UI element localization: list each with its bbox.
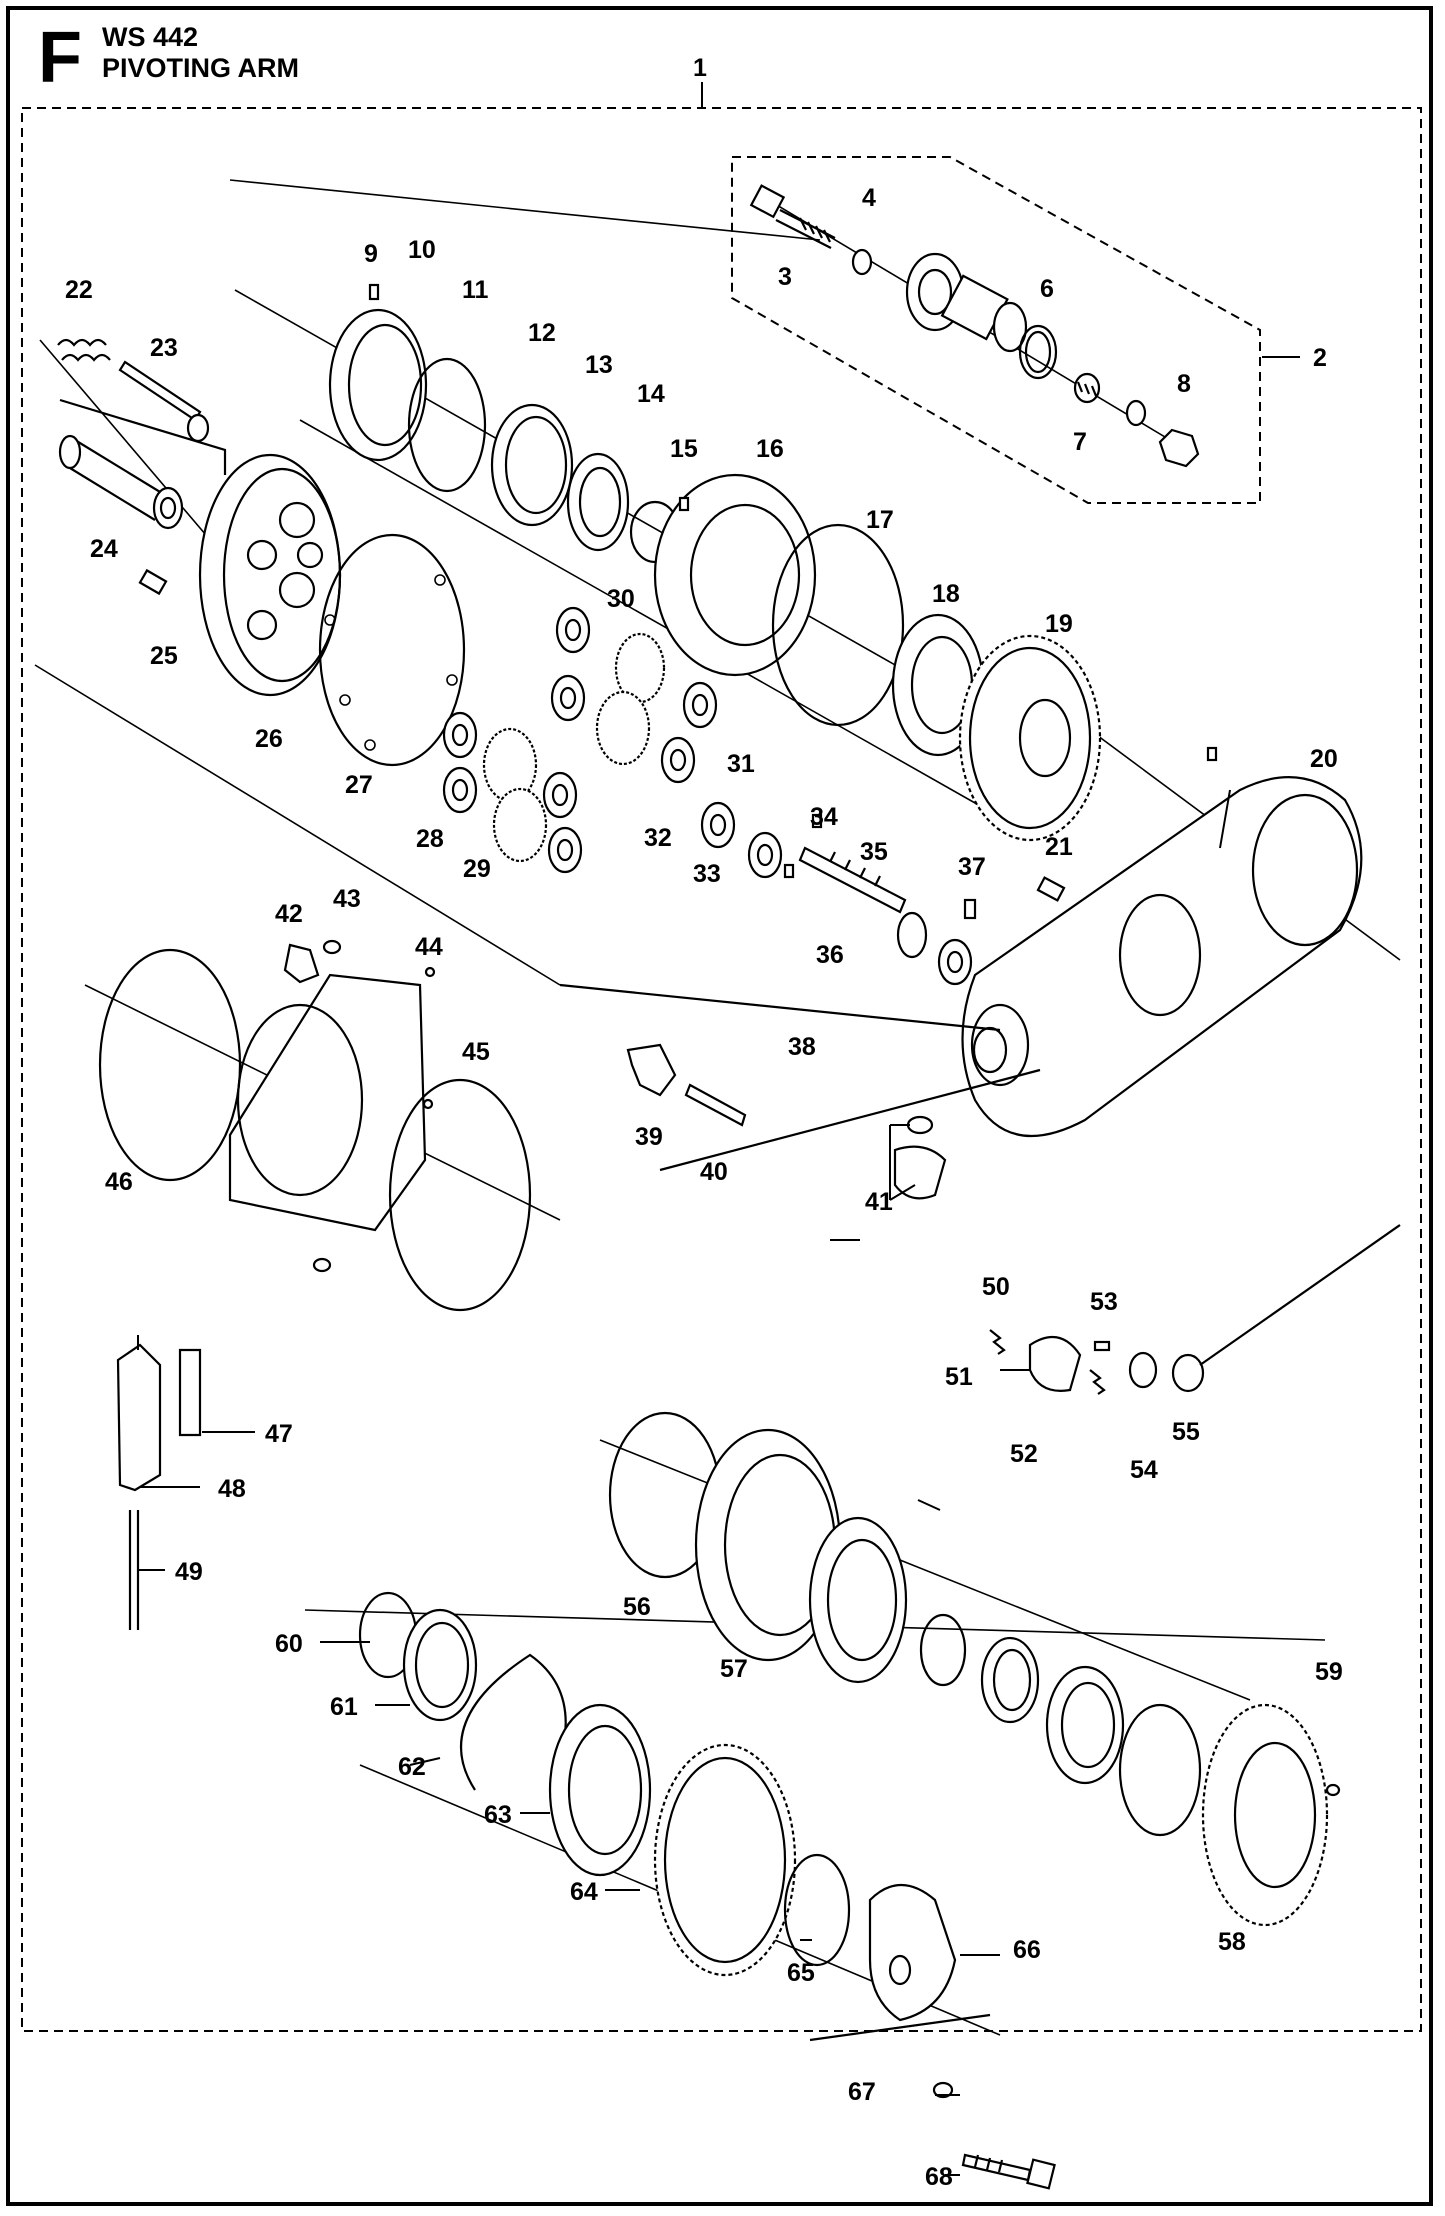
section-title: PIVOTING ARM	[102, 53, 300, 83]
callout: 19	[1045, 610, 1073, 638]
callout: 67	[848, 2078, 876, 2106]
callout: 53	[1090, 1288, 1118, 1316]
callout: 33	[693, 860, 721, 888]
callout: 51	[945, 1363, 973, 1391]
callout: 27	[345, 771, 373, 799]
lever-and-pin	[559, 983, 1041, 1200]
callout: 43	[333, 885, 361, 913]
callout: 66	[1013, 1936, 1041, 1964]
callout: 37	[958, 853, 986, 881]
callout: 10	[408, 236, 436, 264]
callout: 60	[275, 1630, 303, 1658]
callout: 46	[105, 1168, 133, 1196]
callout: 7	[1073, 428, 1087, 456]
callout: 32	[644, 824, 672, 852]
section-letter: F	[38, 18, 82, 98]
callout: 9	[364, 240, 378, 268]
callout: 3	[778, 263, 792, 291]
callout: 45	[462, 1038, 490, 1066]
callout: 1	[693, 54, 707, 82]
gasket-27	[318, 533, 466, 767]
callout: 44	[415, 933, 443, 961]
callout: 56	[623, 1593, 651, 1621]
callout: 31	[727, 750, 755, 778]
callout: 40	[700, 1158, 728, 1186]
callout: 28	[416, 825, 444, 853]
callout: 6	[1040, 275, 1054, 303]
callout: 49	[175, 1558, 203, 1586]
subassembly-boundary-2	[731, 156, 1261, 504]
callout: 65	[787, 1959, 815, 1987]
gear-train-lower	[358, 1591, 957, 2022]
callout: 63	[484, 1801, 512, 1829]
callout: 2	[1313, 344, 1327, 372]
bearing-and-gear-upper	[771, 523, 1102, 842]
callout: 14	[637, 380, 665, 408]
callout: 41	[865, 1188, 893, 1216]
gear-cluster	[442, 606, 973, 986]
callout: 34	[810, 803, 838, 831]
callout: 42	[275, 900, 303, 928]
callout: 52	[1010, 1440, 1038, 1468]
callout: 18	[932, 580, 960, 608]
callout: 58	[1218, 1928, 1246, 1956]
pivoting-arm-body-20	[961, 746, 1363, 1138]
callout: 4	[862, 184, 876, 212]
ring-set-lower	[608, 1411, 1341, 1927]
callout: 29	[463, 855, 491, 883]
cover-assembly	[98, 939, 532, 1312]
callout: 64	[570, 1878, 598, 1906]
callout: 55	[1172, 1418, 1200, 1446]
callout: 30	[607, 585, 635, 613]
callout: 39	[635, 1123, 663, 1151]
callout: 8	[1177, 370, 1191, 398]
callout: 24	[90, 535, 118, 563]
callout: 12	[528, 319, 556, 347]
callout: 47	[265, 1420, 293, 1448]
drive-shaft	[783, 813, 1066, 959]
gear-housing-26	[198, 453, 342, 697]
callout: 23	[150, 334, 178, 362]
callout: 50	[982, 1273, 1010, 1301]
callout: 21	[1045, 833, 1073, 861]
callout: 48	[218, 1475, 246, 1503]
callout: 61	[330, 1693, 358, 1721]
callout: 62	[398, 1753, 426, 1781]
callout: 35	[860, 838, 888, 866]
callout-leaders	[137, 82, 1300, 2176]
callout: 11	[462, 276, 489, 304]
callout: 16	[756, 435, 784, 463]
callout: 17	[866, 506, 894, 534]
assembly-boundary-1	[21, 107, 1422, 2032]
callout: 13	[585, 351, 613, 379]
spring-and-pins	[57, 338, 227, 596]
callout: 22	[65, 276, 93, 304]
page-frame	[6, 6, 1433, 2206]
callout-labels: 1 2 3 4 6 7 8 9 10 11 12 13 14 15 16 17 …	[65, 54, 1343, 2191]
callout: 68	[925, 2163, 953, 2191]
callout: 59	[1315, 1658, 1343, 1686]
knob-assembly	[989, 1224, 1401, 1395]
callout: 38	[788, 1033, 816, 1061]
callout: 26	[255, 725, 283, 753]
model-code: WS 442	[102, 22, 199, 52]
bolt-assembly	[749, 184, 1200, 468]
callout: 36	[816, 941, 844, 969]
callout: 20	[1310, 745, 1338, 773]
callout: 54	[1130, 1456, 1158, 1484]
ring-set-upper	[328, 283, 817, 677]
bottom-bolt	[809, 2013, 1056, 2190]
callout: 25	[150, 642, 178, 670]
callout: 57	[720, 1655, 748, 1683]
callout: 15	[670, 435, 698, 463]
